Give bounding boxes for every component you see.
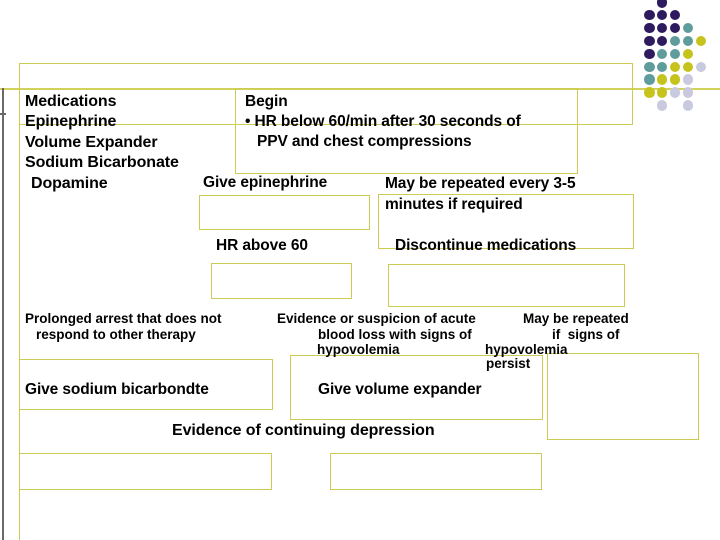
repeat-hypovolemia-line2: if signs of [552,327,620,342]
repeat-hypovolemia-line4: persist [486,356,531,371]
dot [682,35,694,47]
dot [656,0,668,8]
begin-title: Begin [245,93,288,110]
dot [669,9,681,21]
may-be-repeated-box [378,194,634,249]
left-edge-line [2,88,4,540]
hr-result-box [211,263,352,299]
dot [656,22,668,34]
may-repeated-line2: minutes if required [385,196,523,213]
hr-above-60-label: HR above 60 [216,237,308,254]
prolonged-arrest-line1: Prolonged arrest that does not [25,311,222,326]
dot [644,61,655,72]
dot [656,61,668,72]
top-rule-line [0,88,720,90]
may-repeated-line1: May be repeated every 3-5 [385,175,576,192]
give-sodium-bicarbonate-label: Give sodium bicarbondte [25,381,209,398]
acute-blood-loss-line1: Evidence or suspicion of acute [277,311,476,326]
give-epinephrine-label: Give epinephrine [203,174,328,191]
medications-list-line: Medications [25,93,117,110]
dot [682,87,694,98]
dot [644,22,655,34]
dot [656,35,668,47]
volume-expander-box [290,355,543,420]
left-edge-tick [0,113,6,115]
bottom-middle-empty-box [330,453,542,490]
right-empty-box [547,353,699,440]
give-volume-expander-label: Give volume expander [318,381,482,398]
dot [644,35,655,47]
prolonged-arrest-line2: respond to other therapy [36,327,196,342]
begin-bullet-line: • HR below 60/min after 30 seconds of [245,113,521,130]
dot [695,35,707,47]
medications-list-line: Volume Expander [25,134,158,151]
acute-blood-loss-line3: hypovolemia [317,342,400,357]
begin-box [235,88,578,174]
epinephrine-result-box [199,195,370,230]
dot [669,87,681,98]
dot [669,22,681,34]
dot [669,74,681,85]
title-placeholder-box [19,63,633,125]
dot [656,48,668,60]
repeat-hypovolemia-line1: May be repeated [523,311,629,326]
dot [682,100,694,111]
dot [656,87,668,98]
dot [695,61,707,72]
medications-list-line: Dopamine [31,175,108,192]
dot [656,100,668,111]
bottom-left-empty-box [19,453,272,490]
dot [656,9,668,21]
medications-list-line: Sodium Bicarbonate [25,154,179,171]
medications-list-line: Epinephrine [25,113,117,130]
discontinue-medications-label: Discontinue medications [395,237,577,254]
discontinue-result-box [388,264,625,307]
dot [669,61,681,72]
repeat-hypovolemia-line3: hypovolemia [485,342,568,357]
dot [669,35,681,47]
begin-cont-line: PPV and chest compressions [257,133,472,150]
dot [669,48,681,60]
dot [644,87,655,98]
dot [644,9,655,21]
dot [682,74,694,85]
left-guide-line [19,63,20,540]
dot [682,61,694,72]
dot [682,22,694,34]
dot [644,74,655,85]
sodium-bicarbonate-box [19,359,273,410]
acute-blood-loss-line2: blood loss with signs of [318,327,472,342]
dot [656,74,668,85]
continuing-depression-label: Evidence of continuing depression [172,422,435,439]
dot [682,48,694,60]
decorative-dots [644,0,710,111]
dot [644,48,655,60]
